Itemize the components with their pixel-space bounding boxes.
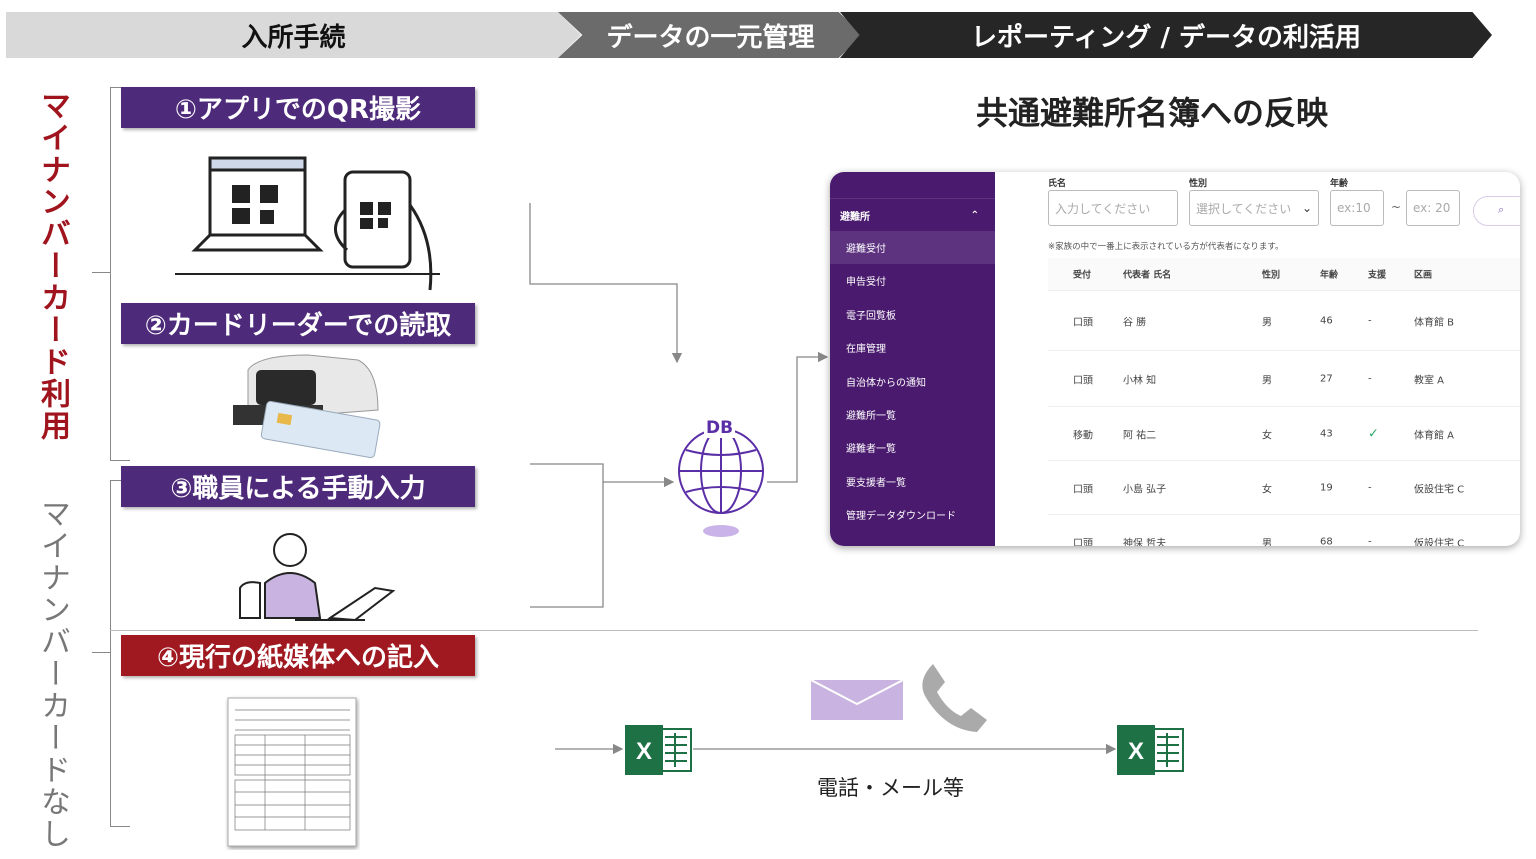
db-label: DB [704, 418, 736, 438]
excel-icon: X [625, 725, 692, 775]
col-area: 区画 [1414, 270, 1433, 281]
table-row[interactable]: 口頭 小林 知 男 27 - 教室 A [1048, 351, 1520, 407]
step-qr-app: ①アプリでのQR撮影 [121, 87, 475, 128]
table-row[interactable]: 口頭 小島 弘子 女 19 - 仮設住宅 C [1048, 461, 1520, 515]
table-row[interactable]: 口頭 神保 哲夫 男 68 - 仮設住宅 C [1048, 515, 1520, 546]
table-cell: 口頭 [1073, 538, 1093, 546]
staff-manual-input-illustration [239, 533, 396, 622]
table-cell: 19 [1320, 482, 1333, 493]
paper-form-illustration [227, 697, 357, 847]
phone-icon [922, 664, 987, 732]
chevron-down-icon: ⌄ [1301, 201, 1312, 215]
svg-text:X: X [636, 738, 652, 765]
label-with-card: マイナンバーカード利用 [35, 90, 70, 442]
contact-label: 電話・メール等 [817, 776, 964, 800]
search-button[interactable]: ⌕ [1473, 196, 1520, 226]
age-max-input[interactable]: ex: 20 [1406, 190, 1460, 226]
table-cell: 男 [1262, 375, 1272, 386]
age-min-input[interactable]: ex:10 [1330, 190, 1384, 226]
table-header: 受付 代表者 氏名 性別 年齢 支援 区画 [1048, 258, 1520, 291]
sidebar-item[interactable]: 申告受付 [846, 277, 886, 288]
table-cell: 男 [1262, 538, 1272, 546]
representative-note: ※家族の中で一番上に表示されている方が代表者になります。 [1048, 242, 1284, 252]
table-cell: 仮設住宅 C [1414, 484, 1465, 495]
table-cell: - [1368, 536, 1372, 546]
card-reader-illustration [233, 354, 381, 459]
table-row[interactable]: 移動 阿 祐二 女 43 ✓ 体育館 A [1048, 407, 1520, 461]
qr-scan-illustration [175, 156, 440, 291]
stage-reporting: レポーティング / データの利活用 [840, 12, 1492, 58]
chevron-up-icon: ⌃ [970, 209, 979, 221]
table-cell: 68 [1320, 536, 1333, 546]
sidebar-section-shelter[interactable]: 避難所 ⌃ [830, 198, 995, 231]
gender-select-placeholder: 選択してください [1196, 201, 1292, 216]
table-cell: - [1368, 315, 1372, 326]
table-cell: 仮設住宅 C [1414, 538, 1465, 546]
table-cell: 女 [1262, 430, 1272, 441]
table-cell: 阿 祐二 [1123, 430, 1157, 441]
sidebar-item[interactable]: 自治体からの通知 [846, 378, 926, 389]
table-cell: 体育館 B [1414, 317, 1455, 328]
table-cell: 女 [1262, 484, 1272, 495]
stage-admission: 入所手続 [6, 12, 581, 58]
sidebar-item[interactable]: 避難所一覧 [846, 411, 896, 422]
col-age: 年齢 [1320, 270, 1339, 281]
name-filter-label: 氏名 [1048, 179, 1067, 189]
table-cell: 谷 勝 [1123, 317, 1147, 328]
stage-data-management: データの一元管理 [558, 12, 863, 58]
table-cell: 43 [1320, 428, 1333, 439]
sidebar-item[interactable]: 電子回覧板 [846, 311, 896, 322]
step-manual-input: ③職員による手動入力 [121, 466, 475, 507]
table-cell: 神保 哲夫 [1123, 538, 1167, 546]
table-cell: 移動 [1073, 430, 1093, 441]
table-cell: 口頭 [1073, 484, 1093, 495]
table-row[interactable]: 口頭 谷 勝 男 46 - 体育館 B [1048, 291, 1520, 351]
sidebar: 避難所 ⌃ 避難受付 申告受付 電子回覧板 在庫管理 自治体からの通知 避難所一覧… [830, 172, 995, 546]
label-without-card: マイナンバーカードなし [35, 498, 70, 850]
check-icon: ✓ [1368, 426, 1379, 441]
gender-select[interactable]: 選択してください ⌄ [1189, 190, 1319, 226]
envelope-icon [811, 680, 903, 720]
table-cell: 口頭 [1073, 317, 1093, 328]
table-cell: 口頭 [1073, 375, 1093, 386]
roster-title: 共通避難所名簿への反映 [976, 94, 1329, 132]
sidebar-section-label: 避難所 [840, 211, 870, 223]
excel-icon: X [1117, 725, 1184, 775]
col-support: 支援 [1368, 270, 1387, 281]
sidebar-item[interactable]: 避難受付 [830, 231, 995, 264]
sidebar-item[interactable]: 避難者一覧 [846, 444, 896, 455]
name-input[interactable]: 入力してください [1048, 190, 1178, 226]
col-representative: 代表者 氏名 [1123, 270, 1172, 281]
sidebar-item[interactable]: 要支援者一覧 [846, 478, 906, 489]
sidebar-item[interactable]: 管理データダウンロード [846, 511, 956, 522]
table-cell: 小島 弘子 [1123, 484, 1167, 495]
step-card-reader: ②カードリーダーでの読取 [121, 303, 475, 344]
gender-filter-label: 性別 [1189, 179, 1208, 189]
shelter-app-screenshot: 避難所 ⌃ 避難受付 申告受付 電子回覧板 在庫管理 自治体からの通知 避難所一覧… [830, 172, 1520, 546]
step-paper-form: ④現行の紙媒体への記入 [121, 635, 475, 676]
table-cell: 男 [1262, 317, 1272, 328]
age-filter-label: 年齢 [1330, 179, 1349, 189]
table-cell: 小林 知 [1123, 375, 1157, 386]
age-range-separator: ~ [1391, 200, 1402, 214]
svg-text:X: X [1128, 738, 1144, 765]
table-cell: 46 [1320, 315, 1333, 326]
table-cell: 教室 A [1414, 375, 1445, 386]
sidebar-item[interactable]: 在庫管理 [846, 344, 886, 355]
table-cell: 27 [1320, 373, 1333, 384]
col-gender: 性別 [1262, 270, 1281, 281]
table-cell: - [1368, 482, 1372, 493]
table-cell: - [1368, 373, 1372, 384]
search-icon: ⌕ [1498, 203, 1505, 216]
table-cell: 体育館 A [1414, 430, 1455, 441]
col-reception: 受付 [1073, 270, 1092, 281]
